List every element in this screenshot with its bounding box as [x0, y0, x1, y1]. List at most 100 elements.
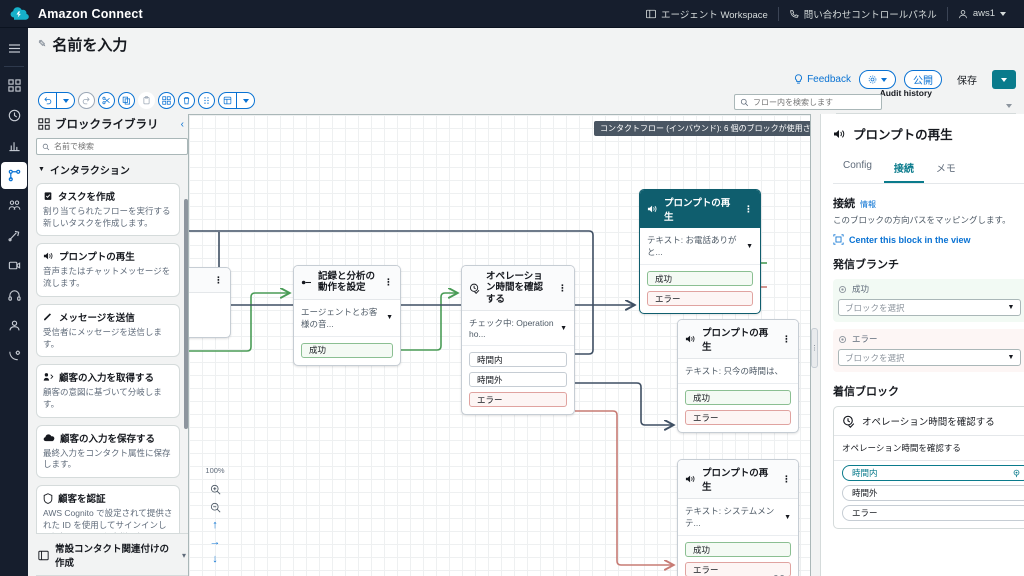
sidebar-item-clock-icon[interactable]	[1, 102, 27, 129]
library-search[interactable]	[36, 138, 188, 155]
library-scroll-area[interactable]: タスクを作成 割り当てられたフローを実行する新しいタスクを作成します。 プロンプ…	[36, 183, 188, 533]
align-button[interactable]	[198, 92, 215, 109]
library-scrollbar[interactable]	[184, 199, 188, 429]
hamburger-icon[interactable]	[0, 34, 28, 62]
sidebar-item-dashboard-grid-icon[interactable]	[1, 72, 27, 99]
flow-search-input[interactable]	[753, 97, 873, 107]
duplicate-button[interactable]	[158, 92, 175, 109]
kebab-menu-icon[interactable]: ⋮	[384, 276, 393, 287]
library-footer-persistent-contact[interactable]: 常設コンタクト関連付けの作成 ▾	[36, 533, 188, 575]
undo-button[interactable]	[39, 93, 57, 108]
copy-button[interactable]	[118, 92, 135, 109]
node-record-analytics[interactable]: 記録と分析の動作を設定 ⋮ エージェントとお客様の音... ▼ 成功	[293, 265, 401, 366]
node-port-success[interactable]: 成功	[301, 342, 393, 358]
tab-config[interactable]: Config	[843, 160, 872, 171]
flow-search[interactable]	[734, 94, 882, 110]
node-subtitle-row[interactable]: テキスト: 只今の時間は、	[678, 359, 798, 384]
ccp-link[interactable]: 問い合わせコントロールパネル	[779, 0, 947, 28]
flow-canvas[interactable]: コンタクトフロー (インバウンド): 6 個のブロックが使用されました	[188, 114, 811, 576]
node-port-error[interactable]: エラー	[469, 392, 567, 408]
port-label: 成功	[693, 392, 711, 403]
cut-button[interactable]	[98, 92, 115, 109]
sidebar-item-routing-icon[interactable]	[1, 222, 27, 249]
node-subtitle-row[interactable]: テキスト: お電話ありがと... ▼	[640, 228, 760, 265]
sidebar-item-user-profile-icon[interactable]	[1, 312, 27, 339]
chevron-left-icon[interactable]: ‹	[180, 118, 184, 130]
branch-dot-icon	[838, 335, 847, 343]
agent-workspace-link[interactable]: エージェント Workspace	[636, 0, 778, 28]
incoming-branch-out-of-hours[interactable]: 時間外	[842, 485, 1024, 501]
node-prompt-time[interactable]: プロンプトの再生 ⋮ テキスト: 只今の時間は、 成功 エラー	[677, 319, 799, 433]
center-target-icon	[833, 234, 844, 245]
brand[interactable]: Amazon Connect	[0, 5, 143, 23]
library-block-task[interactable]: タスクを作成 割り当てられたフローを実行する新しいタスクを作成します。	[36, 183, 180, 237]
panel-resize-handle[interactable]: ⋮	[811, 328, 818, 368]
delete-button[interactable]	[178, 92, 195, 109]
node-subtitle-row[interactable]: チェック中: Operation ho... ▼	[462, 311, 574, 347]
save-button[interactable]: 保存	[950, 70, 984, 89]
node-port-success[interactable]: 成功	[647, 271, 753, 286]
branch-target-select[interactable]: ブロックを選択 ▼	[838, 349, 1022, 366]
undo-dropdown-button[interactable]	[57, 93, 74, 108]
node-port-out-of-hours[interactable]: 時間外	[469, 372, 567, 388]
node-port-error[interactable]: エラー	[685, 562, 791, 576]
node-port-success[interactable]: 成功	[685, 390, 791, 405]
node-prompt-thanks[interactable]: プロンプトの再生 ⋮ テキスト: お電話ありがと... ▼ 成功 エラー	[639, 189, 761, 314]
kebab-menu-icon[interactable]: ⋮	[782, 473, 791, 484]
node-check-hours[interactable]: オペレーション時間を確認する ⋮ チェック中: Operation ho... …	[461, 265, 575, 416]
redo-button[interactable]	[78, 92, 95, 109]
sidebar-item-phone-settings-icon[interactable]	[1, 342, 27, 369]
library-block-play-prompt[interactable]: プロンプトの再生 音声またはチャットメッセージを流します。	[36, 243, 180, 297]
port-label: エラー	[693, 412, 719, 423]
arrow-up-icon[interactable]: ↑	[212, 519, 218, 531]
node-prompt-maintenance[interactable]: プロンプトの再生 ⋮ テキスト: システムメンテ... ▼ 成功 エラー	[677, 459, 799, 576]
user-menu[interactable]: aws1	[948, 0, 1016, 28]
kebab-menu-icon[interactable]: ⋮	[782, 333, 791, 344]
sidebar-item-flow-branch-icon[interactable]	[1, 162, 27, 189]
sidebar-item-users-icon[interactable]	[1, 192, 27, 219]
kebab-menu-icon[interactable]: ⋮	[214, 274, 223, 285]
library-block-get-customer-input[interactable]: 顧客の入力を取得する 顧客の意図に基づいて分岐します。	[36, 364, 180, 418]
sidebar-item-channels-icon[interactable]	[1, 252, 27, 279]
incoming-branch-error[interactable]: エラー	[842, 505, 1024, 521]
incoming-branch-in-hours[interactable]: 時間内	[842, 465, 1024, 481]
node-settings-partial[interactable]: 設定 ⋮	[189, 267, 231, 338]
branch-target-select[interactable]: ブロックを選択 ▼	[838, 299, 1022, 316]
node-port-success[interactable]: 成功	[685, 542, 791, 557]
sidebar-item-analytics-bar-icon[interactable]	[1, 132, 27, 159]
layout-dropdown-button[interactable]	[237, 93, 254, 108]
zoom-out-icon[interactable]	[210, 502, 221, 513]
layout-button[interactable]	[219, 93, 237, 108]
feedback-button[interactable]: Feedback	[794, 74, 851, 85]
node-port-error[interactable]: エラー	[647, 291, 753, 306]
pencil-icon[interactable]: ✎	[38, 38, 47, 50]
audit-history-select[interactable]	[836, 98, 1016, 114]
center-block-link[interactable]: Center this block in the view	[833, 234, 1024, 245]
arrow-right-icon[interactable]: →	[209, 536, 221, 548]
library-section-interaction[interactable]: ▼ インタラクション	[38, 162, 188, 177]
library-block-authenticate-customer[interactable]: 顧客を認証 AWS Cognito で設定されて提供された ID を使用してサイ…	[36, 485, 180, 533]
sidebar-item-headset-icon[interactable]	[1, 282, 27, 309]
speaker-icon	[43, 253, 53, 260]
node-port-in-hours[interactable]: 時間内	[469, 352, 567, 368]
chevron-down-icon: ▾	[181, 550, 186, 560]
tab-notes[interactable]: メモ	[935, 164, 956, 175]
library-search-input[interactable]	[54, 142, 162, 151]
node-port-error[interactable]: エラー	[685, 410, 791, 425]
publish-button[interactable]: 公開	[904, 70, 942, 89]
save-dropdown-button[interactable]	[992, 70, 1016, 89]
zoom-in-icon[interactable]	[210, 484, 221, 495]
library-block-send-message[interactable]: メッセージを送信 受信者にメッセージを送信します。	[36, 303, 180, 358]
library-block-store-customer-input[interactable]: 顧客の入力を保存する 最終入力をコンタクト属性に保存します。	[36, 424, 180, 479]
arrow-down-icon[interactable]: ↓	[212, 553, 218, 565]
arrow-left-icon[interactable]: ←	[209, 570, 221, 576]
kebab-menu-icon[interactable]: ⋮	[558, 282, 567, 293]
tab-connections[interactable]: 接続	[883, 155, 924, 183]
node-subtitle-row[interactable]: テキスト: システムメンテ... ▼	[678, 499, 798, 536]
connector-hours-closed-to-prompt-time	[575, 382, 673, 425]
settings-button[interactable]	[859, 70, 896, 89]
kebab-menu-icon[interactable]: ⋮	[744, 203, 753, 214]
node-subtitle-row[interactable]: エージェントとお客様の音... ▼	[294, 300, 400, 337]
info-link[interactable]: 情報	[860, 200, 876, 209]
paste-button[interactable]	[138, 92, 155, 109]
